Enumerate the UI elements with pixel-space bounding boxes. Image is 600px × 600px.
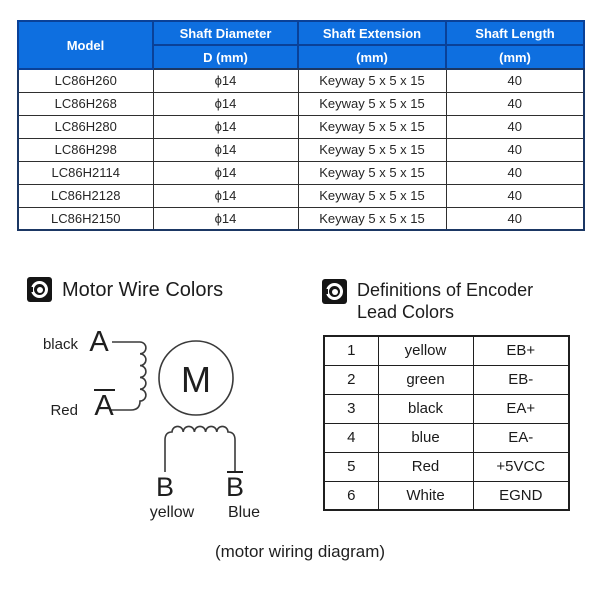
- table-cell: ϕ14: [152, 183, 299, 208]
- diagram-caption: (motor wiring diagram): [214, 542, 386, 561]
- icon-ring-gap: [323, 289, 328, 294]
- table-cell: Red: [377, 451, 474, 482]
- table-cell: ϕ14: [152, 206, 299, 231]
- table-cell: 1: [323, 335, 379, 366]
- section-title-line2: Lead Colors: [357, 302, 455, 322]
- table-cell: 2: [323, 364, 379, 395]
- section-title-line1: Definitions of Encoder: [357, 280, 534, 300]
- phase-b-return-color-label: Blue: [228, 504, 260, 521]
- header-row-2: D (mm) (mm) (mm): [18, 44, 585, 70]
- table-cell: LC86H2150: [17, 206, 154, 231]
- table-cell: Keyway 5 x 5 x 15: [297, 183, 447, 208]
- table-cell: 4: [323, 422, 379, 453]
- section-bullet-icon: [322, 279, 347, 304]
- phase-a-letter: A: [89, 326, 109, 358]
- table-cell: yellow: [377, 335, 474, 366]
- table-cell: EB+: [472, 335, 570, 366]
- phase-a-return-letter: A: [94, 390, 114, 422]
- table-cell: LC86H260: [17, 68, 154, 93]
- section-title: Definitions of Encoder Lead Colors: [357, 279, 533, 323]
- table-cell: 40: [445, 137, 585, 162]
- col-header-shaft-length-unit: (mm): [445, 44, 585, 70]
- table-cell: black: [377, 393, 474, 424]
- table-cell: 40: [445, 91, 585, 116]
- icon-center-dot: [331, 288, 338, 295]
- col-header-shaft-diameter-unit: D (mm): [152, 44, 299, 70]
- col-header-shaft-extension: Shaft Extension: [297, 20, 447, 46]
- table-cell: Keyway 5 x 5 x 15: [297, 114, 447, 139]
- motor-letter: M: [181, 359, 211, 400]
- table-cell: green: [377, 364, 474, 395]
- table-cell: 40: [445, 183, 585, 208]
- table-cell: ϕ14: [152, 137, 299, 162]
- col-header-shaft-extension-unit: (mm): [297, 44, 447, 70]
- section-bullet-icon: [27, 277, 52, 302]
- icon-ring-gap: [28, 287, 33, 292]
- phase-a-coil: [110, 341, 147, 411]
- col-header-model: Model: [17, 20, 154, 70]
- table-cell: Keyway 5 x 5 x 15: [297, 91, 447, 116]
- phase-a-color-label: black: [43, 336, 79, 353]
- table-cell: +5VCC: [472, 451, 570, 482]
- table-cell: 40: [445, 160, 585, 185]
- table-cell: White: [377, 480, 474, 511]
- phase-b-coil: [164, 425, 236, 472]
- table-cell: LC86H2114: [17, 160, 154, 185]
- col-header-shaft-diameter: Shaft Diameter: [152, 20, 299, 46]
- section-title: Motor Wire Colors: [62, 279, 224, 301]
- table-cell: 40: [445, 206, 585, 231]
- icon-center-dot: [36, 286, 43, 293]
- table-cell: EGND: [472, 480, 570, 511]
- table-cell: EA-: [472, 422, 570, 453]
- header-row-1: Model Shaft Diameter Shaft Extension Sha…: [17, 20, 585, 70]
- table-cell: EB-: [472, 364, 570, 395]
- shaft-spec-table: Model Shaft Diameter Shaft Extension Sha…: [17, 20, 585, 231]
- table-cell: ϕ14: [152, 68, 299, 93]
- table-cell: LC86H2128: [17, 183, 154, 208]
- table-cell: EA+: [472, 393, 570, 424]
- table-cell: ϕ14: [152, 91, 299, 116]
- col-header-shaft-length: Shaft Length: [445, 20, 585, 46]
- table-cell: LC86H280: [17, 114, 154, 139]
- table-cell: ϕ14: [152, 114, 299, 139]
- section-encoder-lead-colors: Definitions of Encoder Lead Colors: [322, 279, 584, 323]
- table-cell: 40: [445, 114, 585, 139]
- table-cell: LC86H298: [17, 137, 154, 162]
- table-cell: ϕ14: [152, 160, 299, 185]
- table-cell: 6: [323, 480, 379, 511]
- table-cell: Keyway 5 x 5 x 15: [297, 206, 447, 231]
- table-cell: 5: [323, 451, 379, 482]
- table-cell: Keyway 5 x 5 x 15: [297, 68, 447, 93]
- table-cell: Keyway 5 x 5 x 15: [297, 137, 447, 162]
- table-cell: 3: [323, 393, 379, 424]
- phase-b-letter: B: [156, 472, 174, 502]
- table-cell: LC86H268: [17, 91, 154, 116]
- motor-circle: [158, 340, 234, 416]
- phase-b-color-label: yellow: [150, 504, 195, 521]
- table-cell: Keyway 5 x 5 x 15: [297, 160, 447, 185]
- phase-a-return-color-label: Red: [50, 402, 78, 419]
- motor-wiring-diagram: black A Red A M B B yellow Blue: [43, 326, 260, 521]
- table-cell: 40: [445, 68, 585, 93]
- phase-b-return-letter: B: [226, 472, 244, 502]
- table-cell: blue: [377, 422, 474, 453]
- section-motor-wire-colors: Motor Wire Colors: [27, 277, 223, 303]
